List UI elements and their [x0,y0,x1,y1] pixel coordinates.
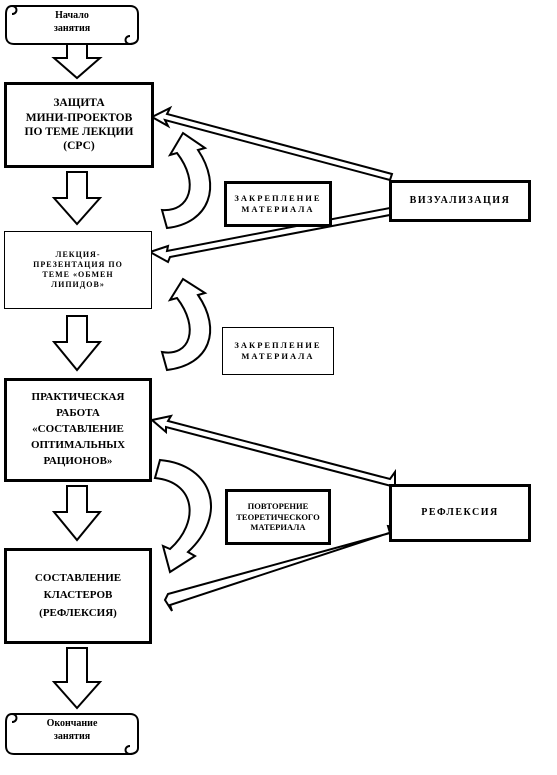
repetition-line-2: ТЕОРЕТИЧЕСКОГО [236,511,320,522]
repetition-line-1: ПОВТОРЕНИЕ [247,501,309,512]
down-arrow-1 [51,39,103,80]
step-lecture-line-1: ЛЕКЦИЯ- [55,250,101,259]
step-clusters: СОСТАВЛЕНИЕ КЛАСТЕРОВ (РЕФЛЕКСИЯ) [4,548,152,644]
step-lecture-line-4: ЛИПИДОВ» [51,280,105,289]
step-practice: ПРАКТИЧЕСКАЯ РАБОТА «СОСТАВЛЕНИЕ ОПТИМАЛ… [4,378,152,482]
step-clusters-line-3: (РЕФЛЕКСИЯ) [39,606,117,619]
start-line-2: занятия [53,22,91,34]
curved-arrow-3 [153,458,212,574]
right-visualization: ВИЗУАЛИЗАЦИЯ [389,180,531,222]
step-practice-line-4: ОПТИМАЛЬНЫХ [30,438,126,451]
reflection-label: РЕФЛЕКСИЯ [421,506,499,518]
step-practice-line-3: «СОСТАВЛЕНИЕ [32,423,124,436]
middle-consolidation-1: ЗАКРЕПЛЕНИЕ МАТЕРИАЛА [224,181,332,227]
step-defense-line-4: (СРС) [63,140,95,153]
consolidation-1-line-2: МАТЕРИАЛА [241,204,315,214]
down-arrow-3 [51,315,103,372]
right-reflection: РЕФЛЕКСИЯ [389,484,531,542]
end-line-2: занятия [53,730,91,742]
double-arrow-defense-visualization [149,105,394,182]
repetition-line-3: МАТЕРИАЛА [250,522,306,533]
end-node: Окончание занятия [16,718,128,743]
middle-consolidation-2: ЗАКРЕПЛЕНИЕ МАТЕРИАЛА [222,327,334,375]
consolidation-1-line-1: ЗАКРЕПЛЕНИЕ [234,193,322,204]
step-practice-line-5: РАЦИОНОВ» [43,454,113,467]
step-defense-line-2: МИНИ-ПРОЕКТОВ [25,111,133,124]
step-practice-line-2: РАБОТА [56,407,100,420]
step-lecture: ЛЕКЦИЯ- ПРЕЗЕНТАЦИЯ ПО ТЕМЕ «ОБМЕН ЛИПИД… [4,231,152,309]
step-defense: ЗАЩИТА МИНИ-ПРОЕКТОВ ПО ТЕМЕ ЛЕКЦИИ (СРС… [4,82,154,168]
curved-arrow-1 [160,131,212,230]
consolidation-2-line-1: ЗАКРЕПЛЕНИЕ [234,340,322,351]
visualization-label: ВИЗУАЛИЗАЦИЯ [409,194,511,206]
step-lecture-line-3: ТЕМЕ «ОБМЕН [42,270,114,279]
curved-arrow-2 [160,277,212,372]
step-clusters-line-1: СОСТАВЛЕНИЕ [34,572,122,585]
step-practice-line-1: ПРАКТИЧЕСКАЯ [31,391,125,404]
down-arrow-2 [51,171,103,226]
step-defense-line-3: ПО ТЕМЕ ЛЕКЦИИ [24,126,134,138]
down-arrow-4 [51,485,103,542]
middle-repetition: ПОВТОРЕНИЕ ТЕОРЕТИЧЕСКОГО МАТЕРИАЛА [225,489,331,545]
start-node: Начало занятия [16,10,128,35]
step-clusters-line-2: КЛАСТЕРОВ [43,589,113,602]
step-defense-line-1: ЗАЩИТА [53,97,105,110]
step-lecture-line-2: ПРЕЗЕНТАЦИЯ ПО [33,260,123,269]
double-arrow-practice-reflection [149,414,396,489]
down-arrow-5 [51,647,103,710]
start-line-1: Начало [55,10,89,21]
consolidation-2-line-2: МАТЕРИАЛА [241,351,315,361]
end-line-1: Окончание [46,718,98,729]
